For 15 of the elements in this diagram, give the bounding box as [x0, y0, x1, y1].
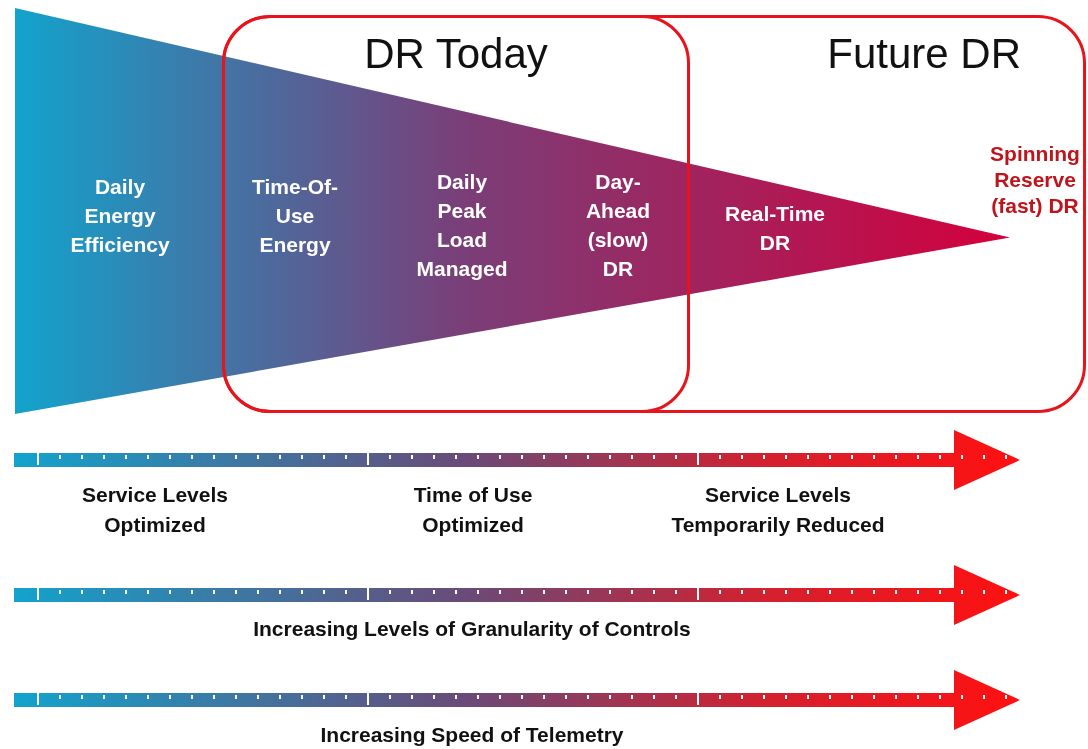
caption-text: Increasing Levels of Granularity of Controls — [252, 616, 692, 642]
stage-label: Spinning Reserve (fast) DR — [980, 141, 1088, 219]
group-title: Future DR — [827, 30, 1021, 78]
stage-label: Real-Time DR — [715, 199, 835, 257]
group-title: DR Today — [363, 30, 549, 78]
stage-label: Daily Peak Load Managed — [412, 167, 512, 283]
group-frame — [222, 15, 690, 413]
stage-label: Daily Energy Efficiency — [60, 171, 180, 259]
caption-text: Time of Use Optimized — [412, 482, 534, 538]
caption-text: Service Levels Temporarily Reduced — [670, 482, 886, 538]
caption-text: Increasing Speed of Telemetry — [319, 722, 625, 748]
group-frame — [222, 15, 1086, 413]
caption-text: Service Levels Optimized — [81, 482, 229, 538]
stage-label: Day-Ahead (slow) DR — [580, 167, 656, 283]
stage-label: Time-Of-Use Energy — [245, 171, 345, 259]
